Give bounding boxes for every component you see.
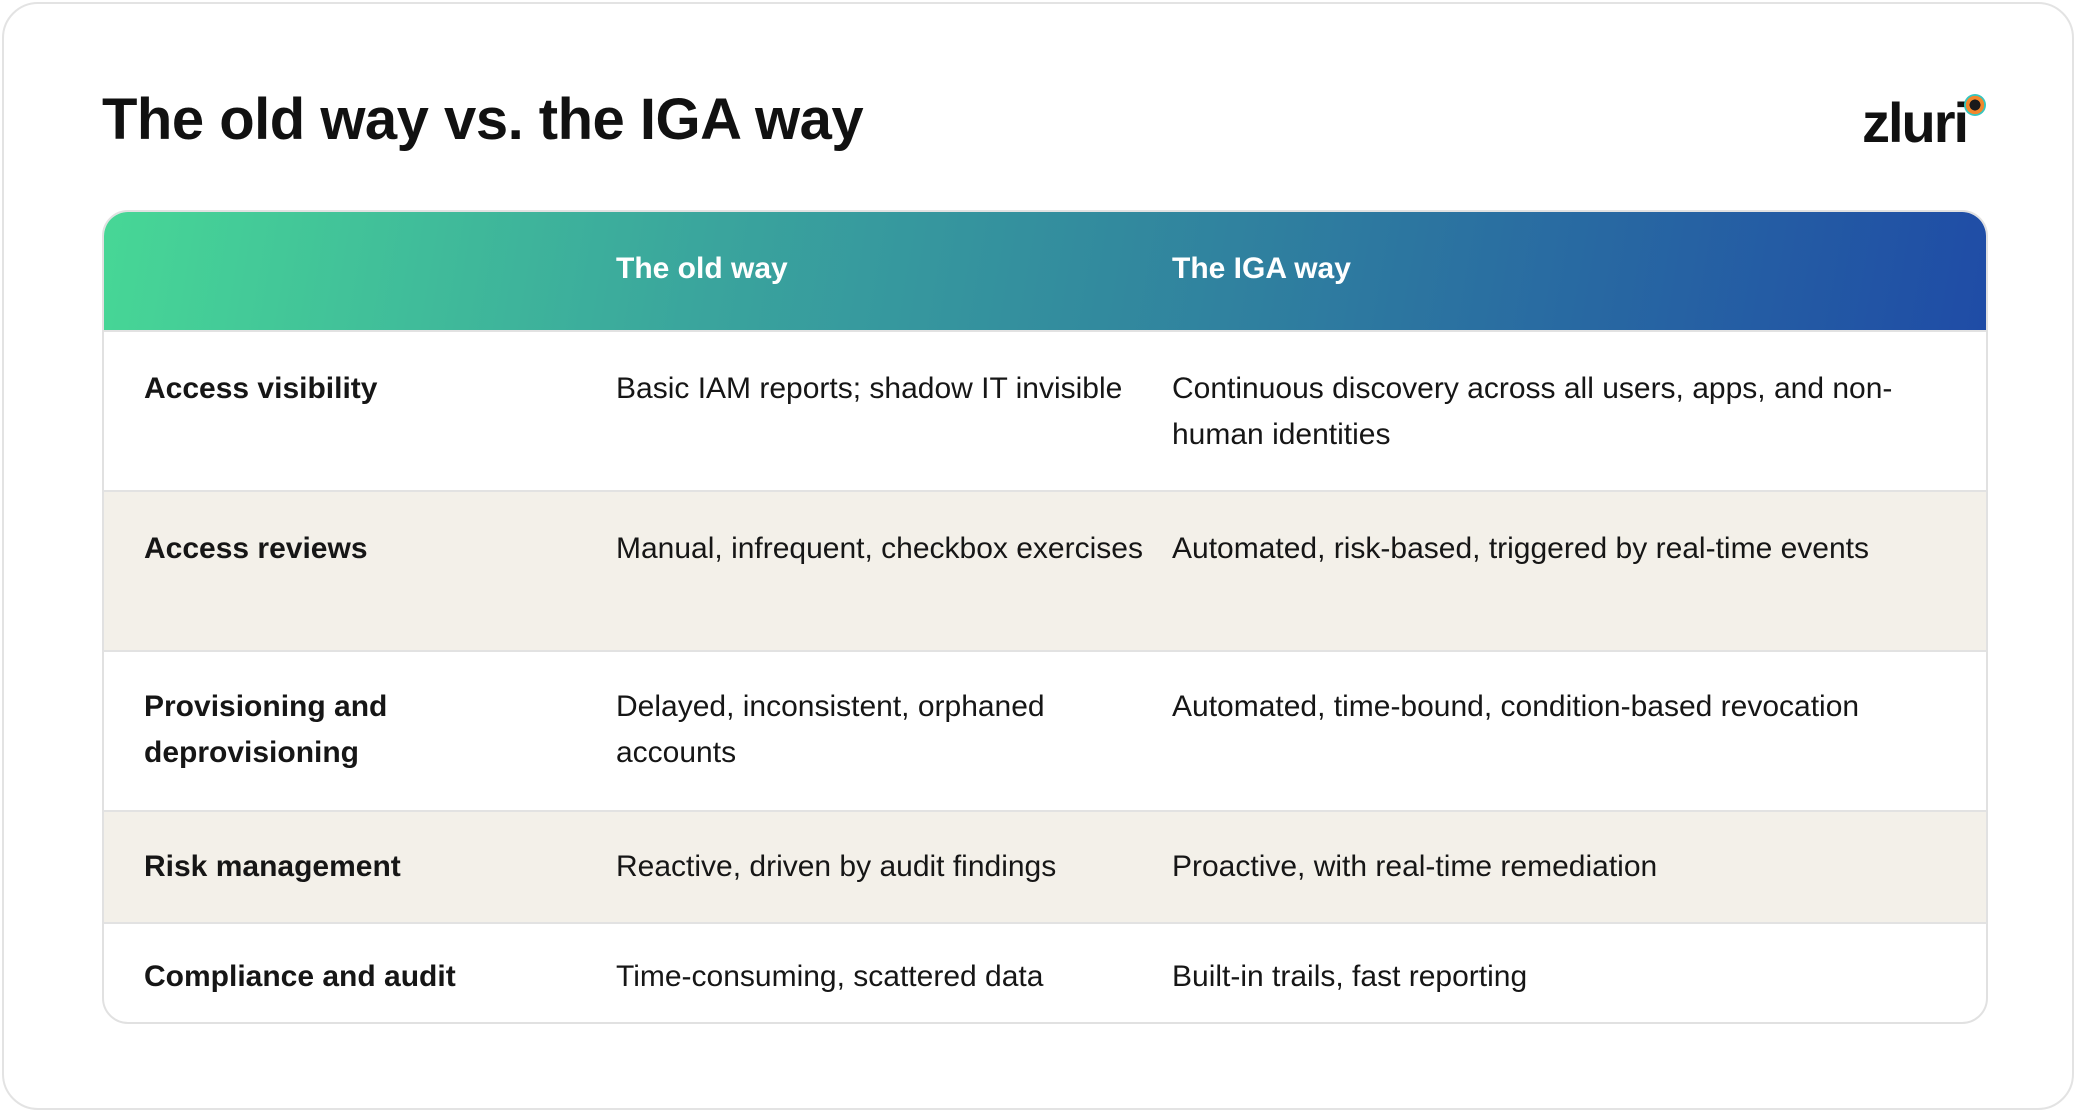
old-way-cell: Reactive, driven by audit findings bbox=[616, 850, 1057, 883]
page-title: The old way vs. the IGA way bbox=[102, 87, 864, 152]
old-way-cell: Basic IAM reports; shadow IT invisible bbox=[616, 372, 1123, 405]
comparison-table: The old way The IGA way Access visibilit… bbox=[102, 210, 1988, 1024]
iga-way-cell: Continuous discovery across all users, a… bbox=[1172, 372, 1893, 451]
header-old-way: The old way bbox=[616, 252, 788, 285]
old-way-cell: Manual, infrequent, checkbox exercises bbox=[616, 532, 1143, 565]
table-row: Access visibility Basic IAM reports; sha… bbox=[104, 330, 1986, 490]
table-row: Access reviews Manual, infrequent, check… bbox=[104, 490, 1986, 650]
table-row: Risk management Reactive, driven by audi… bbox=[104, 810, 1986, 922]
zluri-dot-icon bbox=[1964, 94, 1986, 116]
row-label: Risk management bbox=[144, 850, 401, 883]
row-label: Compliance and audit bbox=[144, 960, 456, 993]
iga-way-cell: Automated, risk-based, triggered by real… bbox=[1172, 532, 1869, 565]
table-row: Compliance and audit Time-consuming, sca… bbox=[104, 922, 1986, 1022]
iga-way-cell: Automated, time-bound, condition-based r… bbox=[1172, 690, 1860, 723]
header-iga-way: The IGA way bbox=[1172, 252, 1351, 285]
table-row: Provisioning and deprovisioning Delayed,… bbox=[104, 650, 1986, 810]
iga-way-cell: Built-in trails, fast reporting bbox=[1172, 960, 1528, 993]
old-way-cell: Time-consuming, scattered data bbox=[616, 960, 1044, 993]
logo-text: zluri bbox=[1862, 91, 1969, 154]
row-label: Provisioning and deprovisioning bbox=[144, 690, 388, 769]
zluri-logo: zluri bbox=[1862, 92, 1992, 154]
old-way-cell: Delayed, inconsistent, orphaned accounts bbox=[616, 690, 1045, 769]
row-label: Access reviews bbox=[144, 532, 368, 565]
table-header: The old way The IGA way bbox=[104, 212, 1986, 330]
row-label: Access visibility bbox=[144, 372, 378, 405]
iga-way-cell: Proactive, with real-time remediation bbox=[1172, 850, 1658, 883]
